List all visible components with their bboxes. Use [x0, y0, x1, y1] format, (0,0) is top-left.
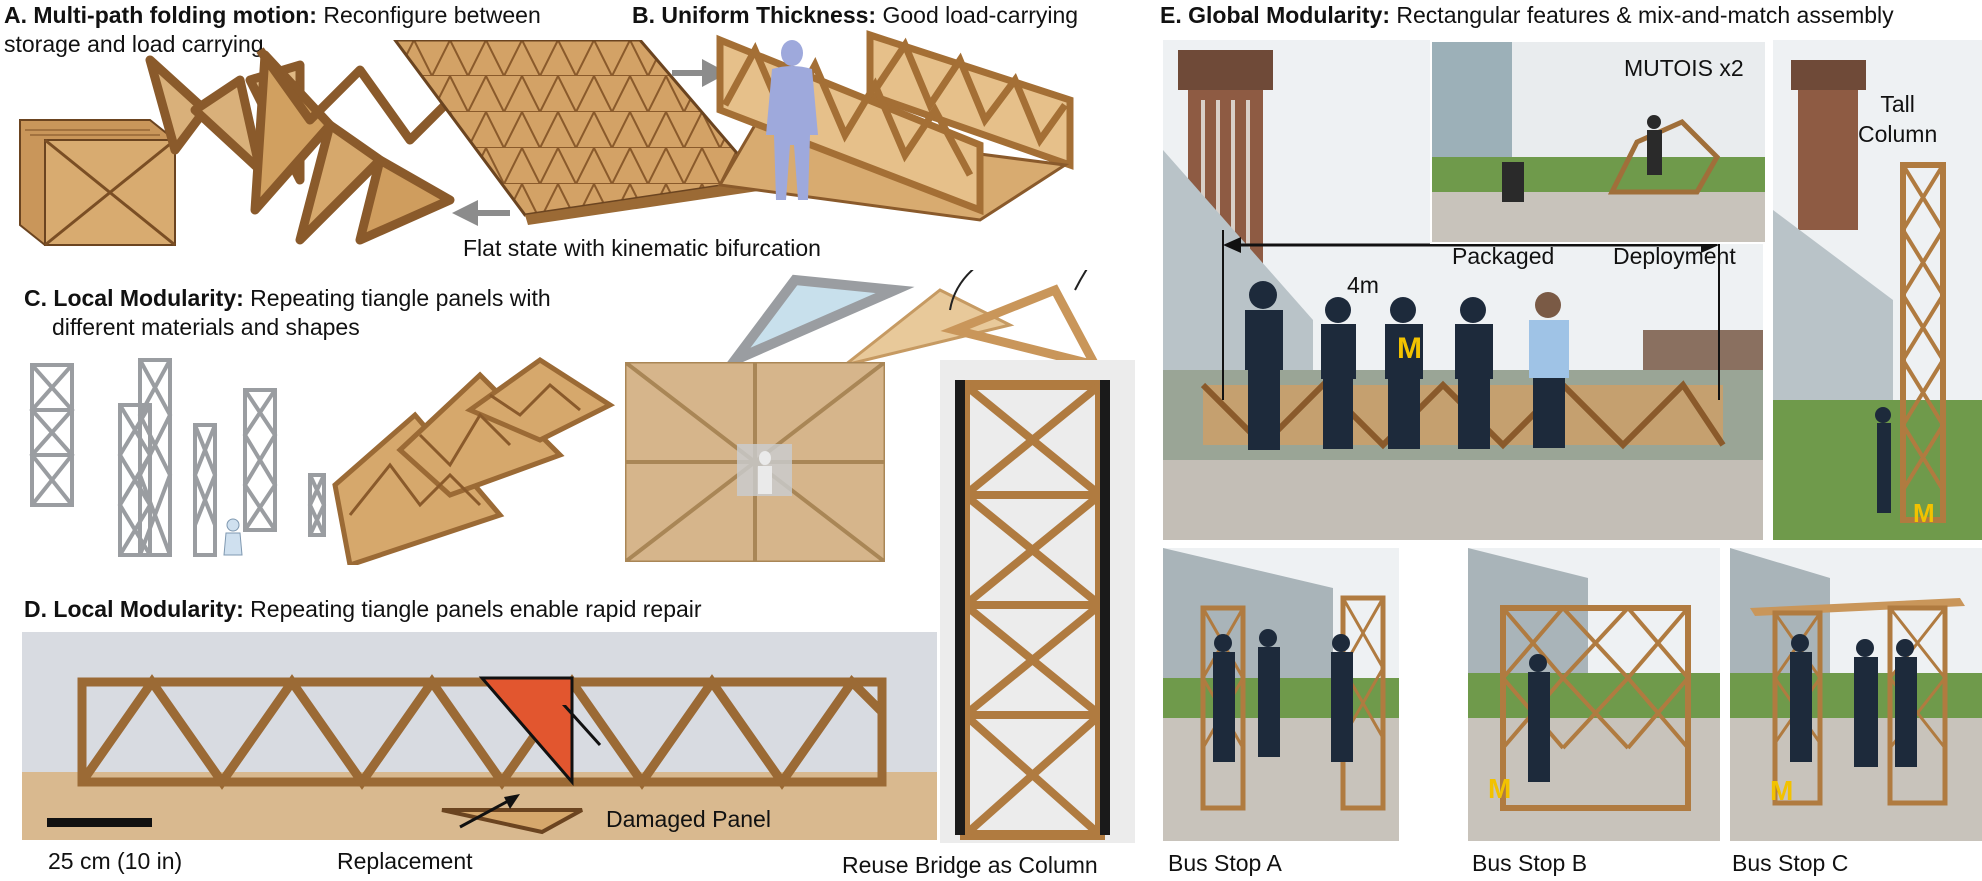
damaged-panel-highlight — [478, 676, 574, 787]
panel-b-bridge-illustration — [672, 30, 1074, 222]
panel-c-title: C. Local Modularity: Repeating tiangle p… — [24, 285, 551, 311]
panel-b-title-bold: B. Uniform Thickness: — [632, 2, 877, 28]
packaged-label: Packaged — [1452, 243, 1555, 269]
packaged-deployment-inset — [1430, 40, 1767, 244]
panel-d-title: D. Local Modularity: Repeating tiangle p… — [24, 596, 702, 622]
panel-a-title-line2: storage and load carrying — [4, 31, 264, 57]
panel-a-title: A. Multi-path folding motion: Reconfigur… — [4, 2, 541, 28]
triangle-panel-samples — [725, 270, 1104, 372]
scale-bar — [47, 818, 152, 827]
panel-a-title-bold: A. Multi-path folding motion: — [4, 2, 317, 28]
panel-a-folding-illustration — [19, 40, 765, 247]
bus-stop-a-label: Bus Stop A — [1168, 850, 1282, 876]
panel-b-title: B. Uniform Thickness: Good load-carrying — [632, 2, 1078, 28]
svg-text:M: M — [1913, 498, 1935, 528]
inset-title: MUTOIS x2 — [1624, 55, 1744, 81]
scale-label: 25 cm (10 in) — [48, 848, 183, 874]
panel-c-title-bold: C. Local Modularity: — [24, 285, 244, 311]
person-small-icon — [223, 518, 243, 556]
bus-stop-b-photo: M — [1468, 548, 1720, 841]
svg-text:M: M — [1488, 773, 1511, 804]
panel-d-title-bold: D. Local Modularity: — [24, 596, 244, 622]
panel-d-title-rest: Repeating tiangle panels enable rapid re… — [243, 596, 702, 622]
bus-stop-b-label: Bus Stop B — [1472, 850, 1588, 876]
panel-e-title-rest: Rectangular features & mix-and-match ass… — [1390, 2, 1894, 28]
repair-bridge-photo — [22, 632, 937, 840]
folding-chain — [145, 47, 455, 245]
span-label: 4m — [1347, 272, 1379, 298]
panel-c-title-rest: Repeating tiangle panels with — [243, 285, 551, 311]
arrow-right-icon — [672, 59, 728, 87]
bus-stop-c-label: Bus Stop C — [1732, 850, 1849, 876]
panel-e-title: E. Global Modularity: Rectangular featur… — [1160, 2, 1894, 28]
reuse-column-photo — [940, 360, 1135, 843]
modular-wall-photo — [625, 362, 885, 562]
panel-a-caption: Flat state with kinematic bifurcation — [463, 235, 821, 261]
packaged-stack — [19, 119, 176, 247]
reuse-label: Reuse Bridge as Column — [842, 852, 1098, 878]
deployment-label: Deployment — [1613, 243, 1736, 269]
bus-stop-c-photo: M — [1730, 548, 1982, 841]
panel-b-title-rest: Good load-carrying — [876, 2, 1079, 28]
arrow-left-icon — [452, 200, 510, 226]
panel-d-annotations — [459, 705, 602, 829]
svg-text:M: M — [1397, 332, 1422, 365]
person-silhouette — [766, 40, 818, 200]
replacement-panel — [441, 808, 583, 835]
panel-a-title-rest: Reconfigure between — [316, 2, 541, 28]
replacement-label: Replacement — [337, 848, 473, 874]
panel-e-title-bold: E. Global Modularity: — [1160, 2, 1391, 28]
panel-c-title-line2: different materials and shapes — [52, 314, 360, 340]
damaged-panel-label: Damaged Panel — [606, 806, 771, 832]
bus-stop-a-photo — [1163, 548, 1399, 841]
svg-text:M: M — [1770, 775, 1793, 806]
panel-c-modular-towers — [29, 356, 616, 565]
tall-column-label: Tall Column — [1858, 91, 1938, 147]
tall-column-photo: M — [1773, 40, 1982, 540]
